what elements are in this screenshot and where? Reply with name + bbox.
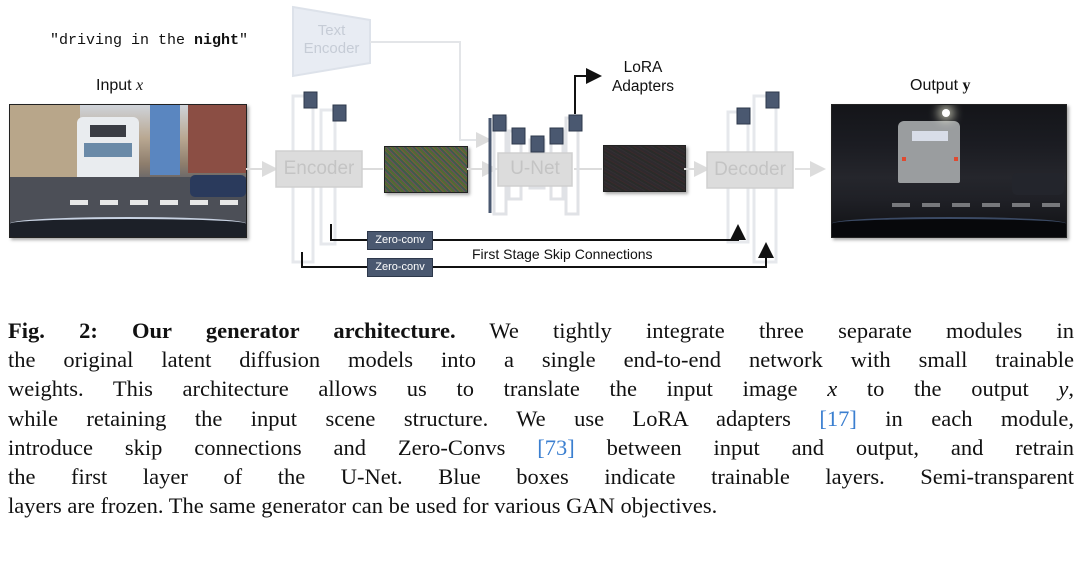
street-light xyxy=(942,109,950,117)
citation-17[interactable]: [17] xyxy=(819,405,857,431)
caption-line-6: the first layer of the U-Net. Blue boxes… xyxy=(8,464,1074,490)
text-prompt: "driving in the night" xyxy=(50,32,248,49)
skip-connection-2 xyxy=(301,242,774,268)
tail-light-left xyxy=(902,157,906,161)
text-encoder-block xyxy=(292,5,371,78)
crosswalk xyxy=(892,203,1062,207)
decoder-label: Decoder xyxy=(714,159,786,180)
skip-connections-label: First Stage Skip Connections xyxy=(472,246,653,262)
tail-light-right xyxy=(954,157,958,161)
input-label: Input x xyxy=(96,77,144,94)
unet-block xyxy=(497,152,573,187)
caption-line-7: layers are frozen. The same generator ca… xyxy=(8,493,718,519)
bus-ad xyxy=(84,143,132,157)
encoder-block xyxy=(275,150,363,188)
prompt-close-quote: " xyxy=(239,32,249,49)
caption-line-2: the original latent diffusion models int… xyxy=(8,347,1074,373)
car xyxy=(1012,173,1064,195)
caption-line-3: weights. This architecture allows us to … xyxy=(8,376,1074,402)
output-image xyxy=(831,104,1067,238)
citation-73[interactable]: [73] xyxy=(537,434,575,460)
car xyxy=(190,175,246,197)
lora-pointer-arrow xyxy=(574,68,602,114)
prompt-text: "driving in the xyxy=(50,32,195,49)
building-left xyxy=(10,105,80,177)
architecture-figure: "driving in the night" Input x Output y xyxy=(9,5,1067,277)
bus-sign xyxy=(912,131,948,141)
building-hotel xyxy=(188,105,246,173)
building-blue xyxy=(150,105,180,175)
skip-connection-1 xyxy=(330,224,746,241)
bus-window xyxy=(90,125,126,137)
latent-noise-image xyxy=(384,146,468,193)
crosswalk xyxy=(70,200,240,205)
diagram-lines xyxy=(246,5,826,268)
figure-caption: Fig. 2: Our generator architecture. We t… xyxy=(8,316,1074,520)
prompt-bold-word: night xyxy=(194,32,240,49)
input-image xyxy=(9,104,247,238)
encoder-label: Encoder xyxy=(283,158,355,179)
figure-label: Fig. 2: Our generator architecture. xyxy=(8,318,456,343)
caption-line-1: Fig. 2: Our generator architecture. We t… xyxy=(8,318,1074,343)
zero-conv-1: Zero-conv xyxy=(367,231,433,250)
output-label: Output y xyxy=(910,77,971,94)
caption-line-5: introduce skip connections and Zero-Conv… xyxy=(8,434,1074,460)
caption-line-4: while retaining the input scene structur… xyxy=(8,405,1074,431)
decoder-block xyxy=(706,151,794,189)
text-condition-arrow xyxy=(370,41,492,148)
car-hood xyxy=(832,217,1066,237)
zero-conv-2: Zero-conv xyxy=(367,258,433,277)
unet-label: U-Net xyxy=(510,158,560,179)
car-hood xyxy=(10,217,246,237)
lora-boxes xyxy=(303,91,780,153)
